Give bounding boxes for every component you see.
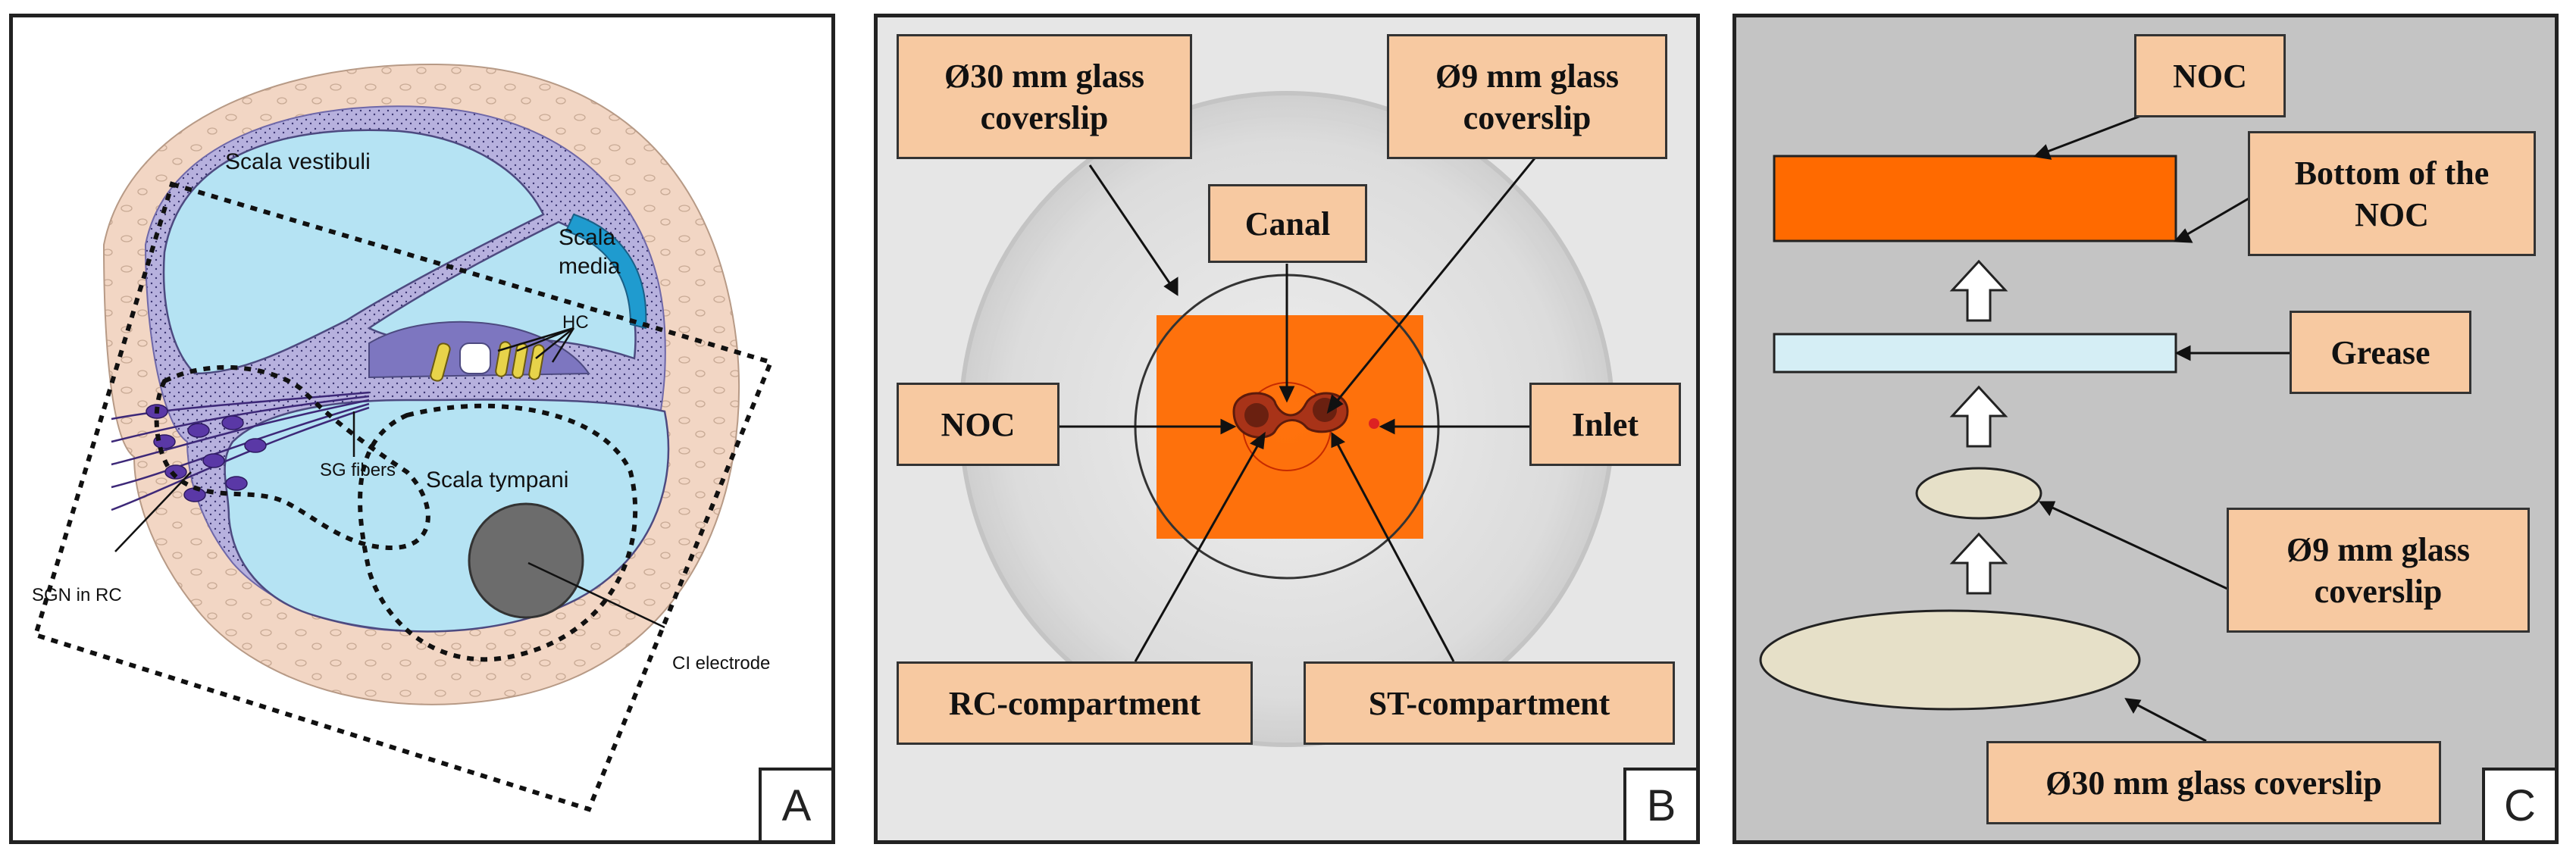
label-b-coverslip-9: Ø9 mm glass coverslip <box>1387 34 1667 159</box>
label-b-canal: Canal <box>1208 184 1367 263</box>
coverslip-9-shape <box>1915 467 2042 520</box>
label-hc: HC <box>562 312 589 333</box>
cochlea-drawing: Scala vestibuli Scala media HC SG fibers… <box>32 63 775 812</box>
panel-letter-c: C <box>2482 768 2555 840</box>
label-b-st-compartment: ST-compartment <box>1304 661 1675 745</box>
label-sgn-in-rc: SGN in RC <box>32 585 122 605</box>
panel-a-cochlea-diagram: Scala vestibuli Scala media HC SG fibers… <box>9 14 835 844</box>
stria-vascularis <box>565 213 647 330</box>
label-b-coverslip-30: Ø30 mm glass coverslip <box>897 34 1192 159</box>
neuron-somas <box>146 404 267 502</box>
label-scala-tympani: Scala tympani <box>426 467 568 492</box>
label-c-coverslip-9: Ø9 mm glass coverslip <box>2227 508 2530 633</box>
ci-electrode-shape <box>468 502 584 619</box>
panel-b-photo: Ø30 mm glass coverslip Ø9 mm glass cover… <box>874 14 1700 844</box>
label-scala-media-2: media <box>559 254 621 279</box>
dotted-outlines <box>33 181 775 812</box>
coverslip-30-shape <box>1759 609 2141 711</box>
label-b-rc-compartment: RC-compartment <box>897 661 1253 745</box>
panel-letter-a: A <box>759 768 831 840</box>
label-c-coverslip-30: Ø30 mm glass coverslip <box>1986 741 2441 824</box>
panel-letter-b: B <box>1623 768 1696 840</box>
noc-layer <box>1773 155 2177 242</box>
scala-vestibuli <box>162 129 545 375</box>
label-c-bottom-noc: Bottom of the NOC <box>2248 131 2536 256</box>
label-c-noc: NOC <box>2134 34 2286 117</box>
label-sg-fibers: SG fibers <box>320 460 396 480</box>
up-arrow-3 <box>1949 532 2008 595</box>
grease-layer <box>1773 333 2177 374</box>
label-b-inlet: Inlet <box>1529 383 1681 466</box>
label-b-noc: NOC <box>897 383 1060 466</box>
label-scala-vestibuli: Scala vestibuli <box>225 149 371 174</box>
up-arrow-2 <box>1949 385 2008 448</box>
inlet-dot <box>1369 418 1379 429</box>
label-scala-media-1: Scala <box>559 225 615 250</box>
tunnel <box>459 342 491 374</box>
up-arrow-1 <box>1949 259 2008 322</box>
panel-c-assembly: NOC Bottom of the NOC Grease Ø9 mm glass… <box>1732 14 2559 844</box>
assembly-drawing <box>1759 107 2290 743</box>
label-ci-electrode: CI electrode <box>672 653 770 674</box>
label-c-grease: Grease <box>2290 311 2471 394</box>
